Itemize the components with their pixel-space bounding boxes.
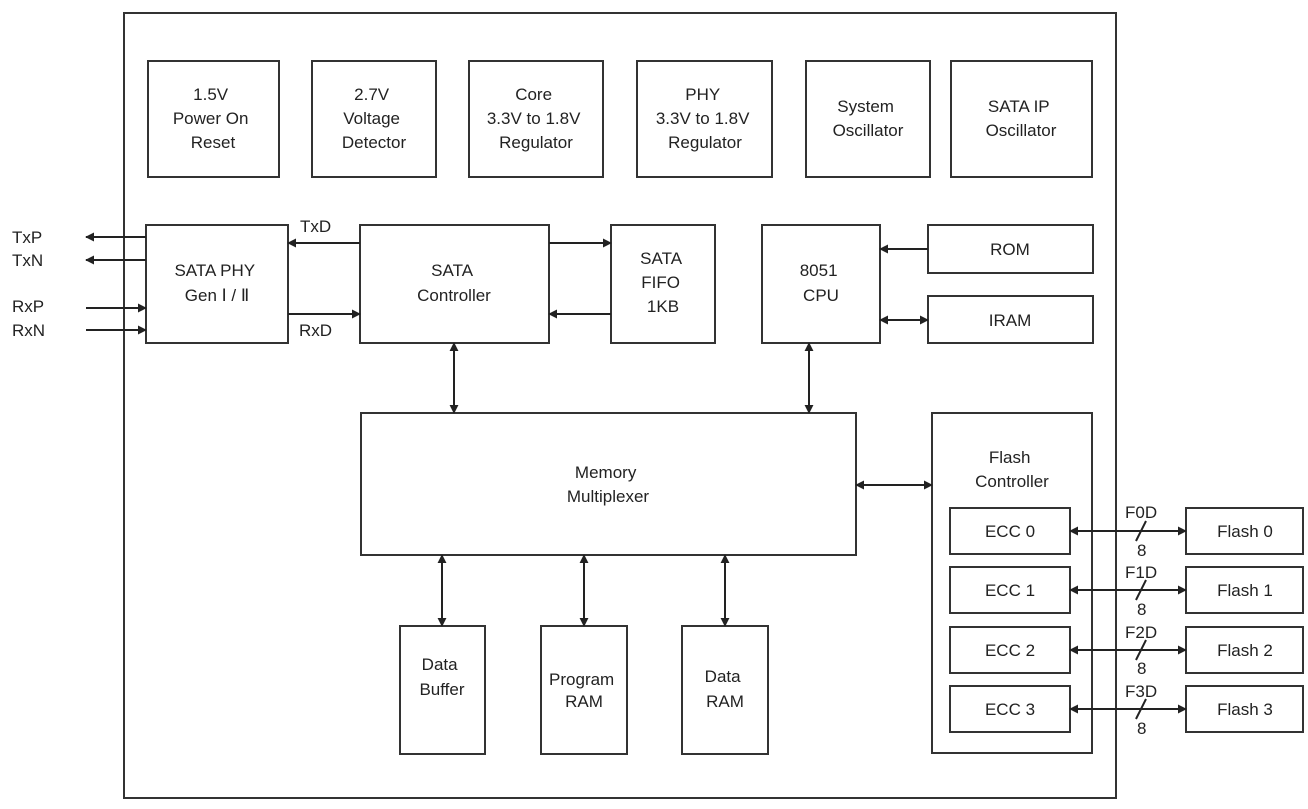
- rxp-label: RxP: [12, 297, 44, 316]
- phy-regulator-label: PHY 3.3V to 1.8V Regulator: [656, 85, 754, 152]
- sata-phy-label: SATA PHY Gen Ⅰ / Ⅱ: [174, 261, 259, 305]
- rxd-label: RxD: [299, 321, 332, 340]
- program-ram-label: Program RAM: [549, 670, 619, 711]
- data-buffer-block: [399, 625, 486, 755]
- sata-ip-oscillator-label: SATA IP Oscillator: [986, 97, 1057, 140]
- ecc-2-label: ECC 2: [985, 641, 1035, 660]
- ecc-1-label: ECC 1: [985, 581, 1035, 600]
- power-on-reset-block: [147, 60, 280, 178]
- system-oscillator-block: [805, 60, 931, 178]
- flash-2-block: [1185, 626, 1304, 674]
- flash-2-label: Flash 2: [1217, 641, 1273, 660]
- flash-0-label: Flash 0: [1217, 522, 1273, 541]
- ecc-3-label: ECC 3: [985, 700, 1035, 719]
- flash-bus-0: F0D 8: [1069, 503, 1187, 560]
- sata-fifo-label: SATA FIFO 1KB: [640, 249, 686, 316]
- bus-slash: [1135, 579, 1147, 601]
- power-on-reset-label: 1.5V Power On Reset: [173, 85, 253, 152]
- ecc-3-block: [949, 685, 1071, 733]
- txn-label: TxN: [12, 251, 43, 270]
- bus-2-label: F2D: [1125, 623, 1157, 642]
- voltage-detector-label: 2.7V Voltage Detector: [342, 85, 407, 152]
- core-regulator-label: Core 3.3V to 1.8V Regulator: [487, 85, 585, 152]
- flash-bus-2: F2D 8: [1069, 623, 1187, 678]
- cpu-label: 8051 CPU: [800, 261, 843, 305]
- data-ram-block: [681, 625, 769, 755]
- rom-block: [927, 224, 1094, 274]
- program-ram-block: [540, 625, 628, 755]
- memory-multiplexer-block: [360, 412, 857, 556]
- flash-0-block: [1185, 507, 1304, 555]
- txp-label: TxP: [12, 228, 42, 247]
- bus-2-width: 8: [1137, 659, 1146, 678]
- flash-3-block: [1185, 685, 1304, 733]
- bus-3-width: 8: [1137, 719, 1146, 738]
- core-regulator-block: [468, 60, 604, 178]
- bus-slash: [1135, 520, 1147, 542]
- sata-fifo-block: [610, 224, 716, 344]
- sata-controller-block: [359, 224, 550, 344]
- iram-label: IRAM: [989, 311, 1032, 330]
- system-oscillator-label: System Oscillator: [833, 97, 904, 140]
- bus-slash: [1135, 639, 1147, 661]
- memory-multiplexer-label: Memory Multiplexer: [567, 463, 650, 506]
- data-buffer-label: Data Buffer: [419, 655, 464, 699]
- sata-ip-oscillator-block: [950, 60, 1093, 178]
- bus-slash: [1135, 698, 1147, 720]
- txd-label: TxD: [300, 217, 331, 236]
- data-ram-label: Data RAM: [705, 667, 746, 711]
- bus-1-label: F1D: [1125, 563, 1157, 582]
- flash-controller-label: Flash Controller: [975, 448, 1049, 491]
- ecc-0-label: ECC 0: [985, 522, 1035, 541]
- flash-3-label: Flash 3: [1217, 700, 1273, 719]
- sata-phy-block: [145, 224, 289, 344]
- sata-controller-label: SATA Controller: [417, 261, 491, 305]
- ecc-0-block: [949, 507, 1071, 555]
- flash-1-block: [1185, 566, 1304, 614]
- flash-bus-3: F3D 8: [1069, 682, 1187, 738]
- bus-1-width: 8: [1137, 600, 1146, 619]
- cpu-block: [761, 224, 881, 344]
- rom-label: ROM: [990, 240, 1030, 259]
- rxn-label: RxN: [12, 321, 45, 340]
- flash-1-label: Flash 1: [1217, 581, 1273, 600]
- bus-0-width: 8: [1137, 541, 1146, 560]
- voltage-detector-block: [311, 60, 437, 178]
- flash-bus-1: F1D 8: [1069, 563, 1187, 619]
- bus-3-label: F3D: [1125, 682, 1157, 701]
- phy-regulator-block: [636, 60, 773, 178]
- bus-0-label: F0D: [1125, 503, 1157, 522]
